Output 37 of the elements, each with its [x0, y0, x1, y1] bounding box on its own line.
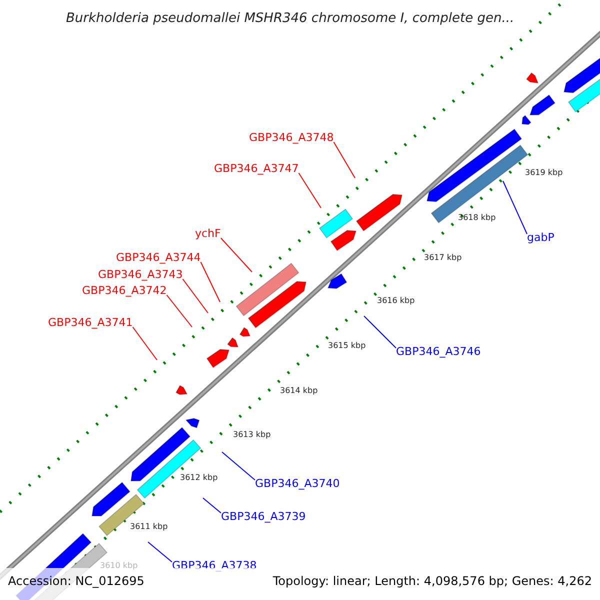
leader-line [202, 498, 222, 514]
footer-text: Topology: linear; Length: 4,098,576 bp; Genes: 4,262 [272, 573, 592, 589]
gene-label: ychF [195, 227, 221, 241]
leader-line [222, 452, 256, 480]
gene-label: GBP346_A3744 [116, 251, 201, 265]
footer-text: Accession: NC_012695 [8, 573, 144, 589]
scale-label: 3614 kbp [280, 386, 318, 396]
leader-line [502, 180, 528, 234]
gene-label: gabP [527, 231, 554, 245]
scale-label: 3619 kbp [525, 168, 563, 178]
gene-label: GBP346_A3738 [172, 559, 257, 573]
leader-line [364, 316, 396, 348]
gene-label: GBP346_A3743 [98, 268, 183, 282]
title: Burkholderia pseudomallei MSHR346 chromosome I, complete gen... [66, 10, 514, 28]
leader-line [182, 278, 208, 314]
leader-line [132, 326, 158, 360]
gene-label: GBP346_A3740 [255, 477, 340, 491]
scale-label: 3617 kbp [424, 253, 462, 263]
scale-label: 3616 kbp [377, 296, 415, 306]
gene-label: GBP346_A3746 [396, 345, 481, 359]
gene-label: GBP346_A3741 [48, 316, 133, 330]
scale-label: 3612 kbp [180, 473, 218, 483]
leader-line [200, 262, 220, 302]
gene-label: GBP346_A3748 [249, 131, 334, 145]
gene-label: GBP346_A3747 [214, 162, 299, 176]
gene-label: GBP346_A3739 [221, 510, 306, 524]
leader-line [333, 142, 356, 178]
scale-label: 3611 kbp [130, 522, 168, 532]
scale-label: 3615 kbp [328, 341, 366, 351]
scale-label: 3610 kbp [100, 561, 138, 571]
leader-line [220, 238, 252, 272]
scale-label: 3613 kbp [233, 430, 271, 440]
leader-line [166, 294, 192, 328]
leader-line [148, 542, 172, 562]
leader-line [298, 172, 322, 208]
scale-label: 3618 kbp [458, 213, 496, 223]
gene-label: GBP346_A3742 [82, 284, 167, 298]
